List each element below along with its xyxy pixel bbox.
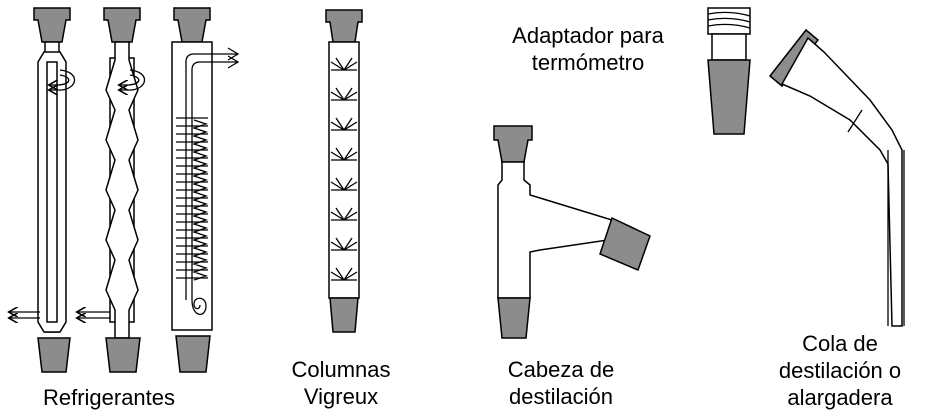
vigreux-indentations xyxy=(330,57,358,282)
distillation-head xyxy=(493,125,651,339)
distillation-tail xyxy=(768,28,905,327)
top-joint xyxy=(325,9,363,43)
dimroth-condenser xyxy=(171,7,240,373)
bottom-joint xyxy=(175,335,211,373)
liebig-condenser xyxy=(10,7,76,373)
side-joint xyxy=(599,216,651,272)
bottom-joint xyxy=(37,337,71,373)
bottom-joint xyxy=(105,337,141,373)
bottom-joint xyxy=(329,297,359,333)
label-refrigerantes: Refrigerantes xyxy=(42,385,176,410)
top-joint xyxy=(173,7,211,43)
allihn-condenser xyxy=(78,7,146,373)
top-joint xyxy=(493,125,533,163)
thermometer-adapter xyxy=(707,7,751,135)
label-columnas-vigreux: Columnas Vigreux xyxy=(291,357,391,409)
vigreux-column xyxy=(325,9,363,333)
bottom-joint xyxy=(707,59,751,135)
top-joint xyxy=(103,7,141,43)
label-cola-destilacion: Cola de destilación o alargadera xyxy=(778,331,902,410)
top-joint xyxy=(33,7,71,43)
label-adaptador-termometro: Adaptador para termómetro xyxy=(512,23,664,75)
bottom-joint xyxy=(497,297,531,339)
label-cabeza-destilacion: Cabeza de destilación xyxy=(507,357,615,409)
